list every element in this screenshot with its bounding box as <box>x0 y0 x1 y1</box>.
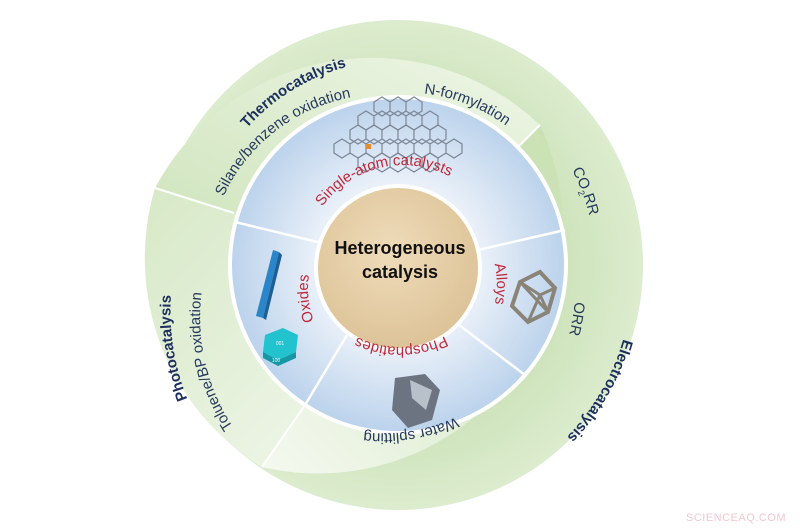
cuboctahedral-frame-illustration <box>509 269 558 325</box>
core-circle <box>318 188 478 348</box>
divider <box>477 228 566 252</box>
svg-text:100: 100 <box>272 358 281 364</box>
divider <box>261 404 306 468</box>
nanorod-illustration <box>256 250 282 320</box>
divider <box>154 187 235 214</box>
center-title-line1: Heterogeneous <box>334 238 466 258</box>
porous-polyhedron-illustration <box>392 374 440 428</box>
application-orr: ORR <box>565 301 587 337</box>
graphene-lattice-illustration <box>333 96 463 173</box>
single-atom-icon <box>366 144 371 149</box>
center-title-line2: catalysis <box>361 262 439 282</box>
hexagonal-plate-illustration: 001 100 <box>263 328 298 366</box>
divider <box>234 220 331 247</box>
center-title: Heterogeneous catalysis <box>310 236 490 284</box>
divider <box>303 329 352 406</box>
divider <box>454 321 526 376</box>
divider <box>516 124 541 149</box>
svg-text:001: 001 <box>276 341 285 347</box>
watermark: SCIENCEAQ.COM <box>685 512 786 524</box>
material-alloys: Alloys <box>491 262 510 306</box>
